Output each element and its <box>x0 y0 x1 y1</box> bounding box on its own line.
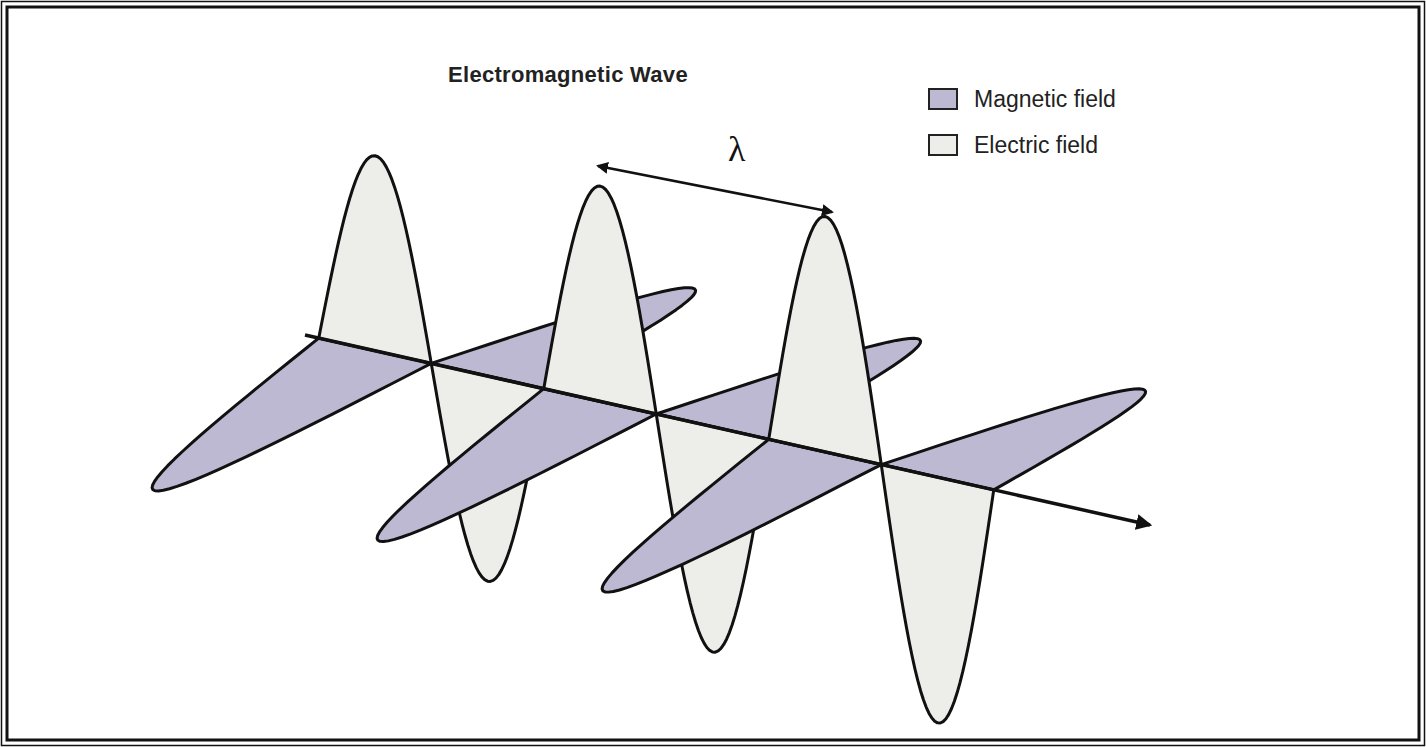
inner-frame <box>7 7 1419 740</box>
diagram-title: Electromagnetic Wave <box>448 62 688 88</box>
electric-lobe <box>544 186 657 414</box>
legend-swatch <box>928 88 958 110</box>
electric-lobe <box>769 216 882 464</box>
propagation-axis <box>305 335 1150 525</box>
magnetic-lobe <box>602 439 881 592</box>
electric-lobe <box>881 465 994 723</box>
legend-text: Magnetic field <box>974 86 1116 113</box>
wavelength-symbol: λ <box>728 128 745 170</box>
legend-text: Electric field <box>974 132 1098 159</box>
wave-lobes <box>152 156 1146 723</box>
magnetic-lobe <box>377 389 656 542</box>
electric-lobe <box>319 156 432 364</box>
wavelength-arrow <box>598 166 832 212</box>
legend-swatch <box>928 134 958 156</box>
magnetic-lobe <box>152 338 431 491</box>
